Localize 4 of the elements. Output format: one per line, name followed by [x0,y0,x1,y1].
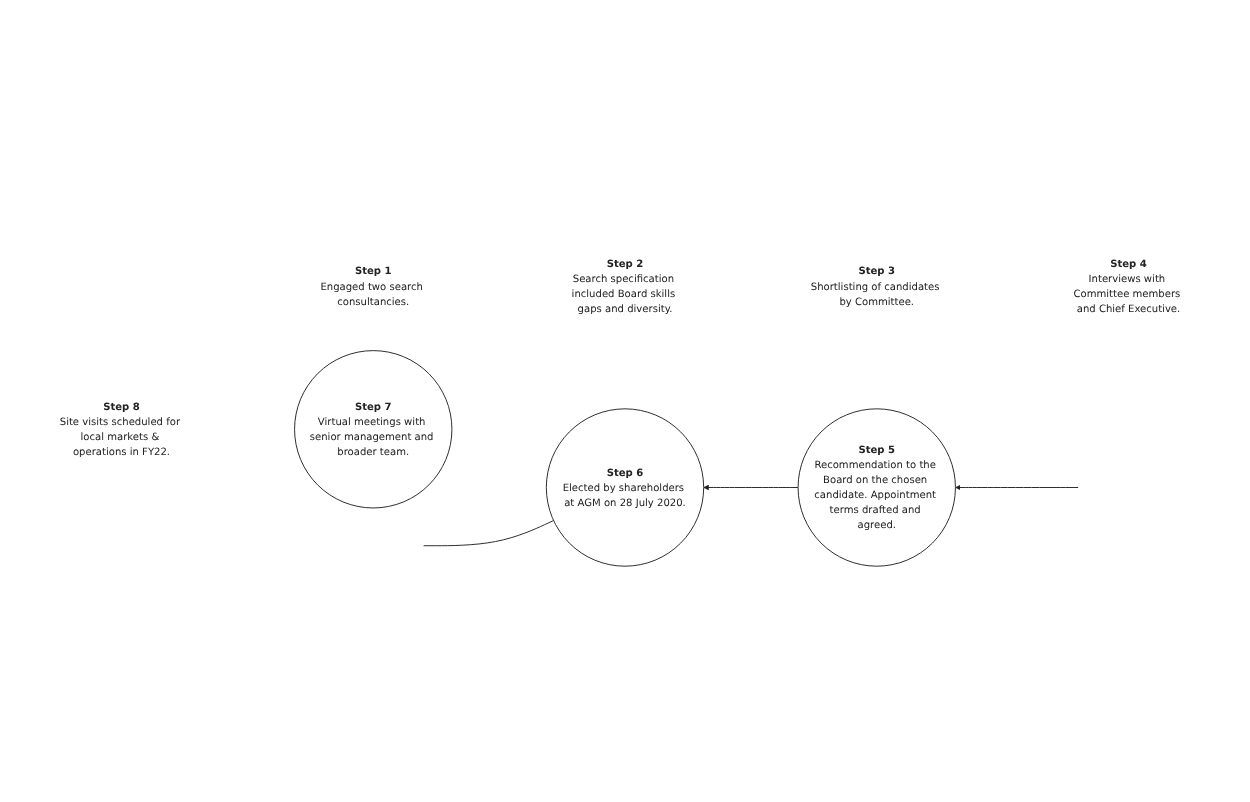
connector [423,520,555,547]
node-circle [294,350,453,509]
node-circle [545,408,705,567]
node-circle [797,408,956,567]
